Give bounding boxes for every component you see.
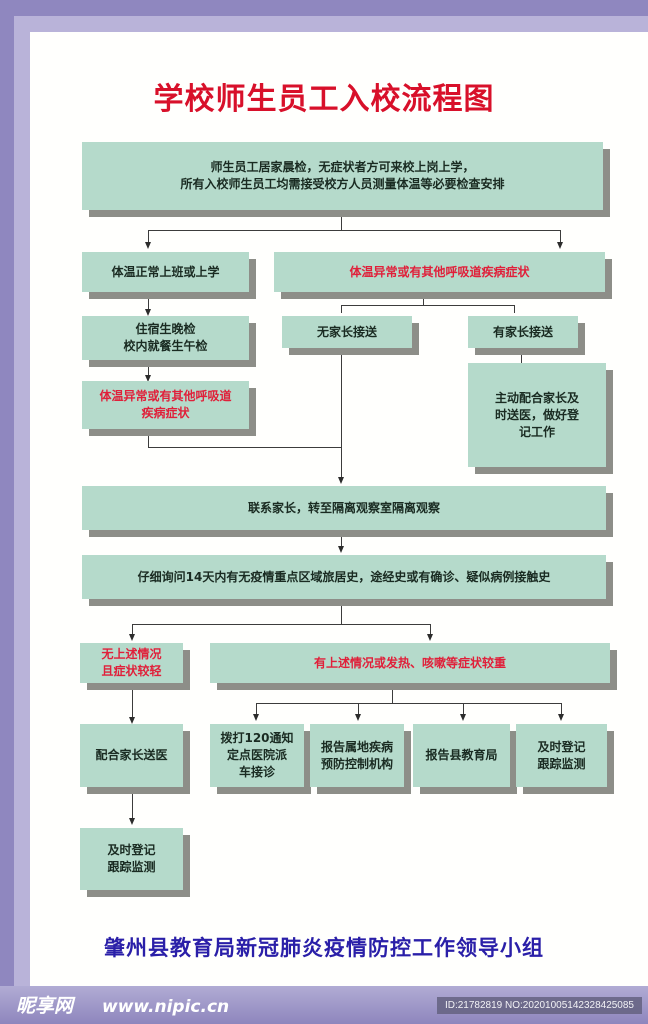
connector bbox=[148, 230, 560, 231]
node-register-left: 及时登记 跟踪监测 bbox=[80, 828, 183, 890]
watermark-id: ID:21782819 NO:20201005142328425085 bbox=[436, 997, 642, 1014]
arrow-icon bbox=[558, 714, 564, 721]
node-report-edu: 报告县教育局 bbox=[413, 724, 510, 787]
arrow-icon bbox=[460, 714, 466, 721]
arrow-icon bbox=[253, 714, 259, 721]
arrow-icon bbox=[145, 375, 151, 382]
arrow-icon bbox=[145, 242, 151, 249]
connector bbox=[148, 367, 149, 377]
connector bbox=[256, 703, 561, 704]
arrow-icon bbox=[145, 309, 151, 316]
arrow-icon bbox=[129, 717, 135, 724]
node-call-120: 拨打120通知 定点医院派 车接诊 bbox=[210, 724, 304, 787]
arrow-icon bbox=[557, 242, 563, 249]
connector bbox=[423, 299, 424, 305]
arrow-icon bbox=[427, 634, 433, 641]
connector bbox=[430, 624, 431, 634]
node-boarding-check: 住宿生晚检 校内就餐生午检 bbox=[82, 316, 249, 360]
node-has-parent: 有家长接送 bbox=[468, 316, 578, 348]
connector bbox=[341, 606, 342, 624]
node-abnormal-temp: 体温异常或有其他呼吸道疾病症状 bbox=[274, 252, 605, 292]
connector bbox=[148, 447, 342, 448]
arrow-icon bbox=[129, 818, 135, 825]
node-report-cdc: 报告属地疾病 预防控制机构 bbox=[310, 724, 404, 787]
connector bbox=[341, 355, 342, 477]
connector bbox=[341, 217, 342, 230]
node-contact-parent: 联系家长，转至隔离观察室隔离观察 bbox=[82, 486, 606, 530]
node-severe-symptoms: 有上述情况或发热、咳嗽等症状较重 bbox=[210, 643, 610, 683]
connector bbox=[148, 436, 149, 448]
node-no-parent: 无家长接送 bbox=[282, 316, 412, 348]
node-start: 师生员工居家晨检，无症状者方可来校上岗上学， 所有入校师生员工均需接受校方人员测… bbox=[82, 142, 603, 210]
node-inquire-history: 仔细询问14天内有无疫情重点区域旅居史，途经史或有确诊、疑似病例接触史 bbox=[82, 555, 606, 599]
connector bbox=[463, 703, 464, 715]
connector bbox=[148, 230, 149, 242]
watermark-url: www.nipic.cn bbox=[102, 997, 230, 1017]
connector bbox=[561, 703, 562, 715]
connector bbox=[256, 703, 257, 715]
connector bbox=[358, 703, 359, 715]
connector bbox=[132, 624, 133, 634]
arrow-icon bbox=[338, 477, 344, 484]
connector bbox=[341, 537, 342, 547]
connector bbox=[341, 305, 514, 306]
connector bbox=[132, 794, 133, 818]
footer-organization: 肇州县教育局新冠肺炎疫情防控工作领导小组 bbox=[104, 936, 544, 960]
watermark-logo: 昵享网 bbox=[16, 995, 74, 1017]
arrow-icon bbox=[338, 546, 344, 553]
node-normal-temp: 体温正常上班或上学 bbox=[82, 252, 249, 292]
connector bbox=[392, 690, 393, 703]
node-abnormal-temp-2: 体温异常或有其他呼吸道 疾病症状 bbox=[82, 381, 249, 429]
node-escort-hospital: 配合家长送医 bbox=[80, 724, 183, 787]
connector bbox=[132, 690, 133, 718]
node-register-right: 及时登记 跟踪监测 bbox=[516, 724, 607, 787]
node-mild-symptoms: 无上述情况 且症状较轻 bbox=[80, 643, 183, 683]
watermark-bar: 昵享网 www.nipic.cn ID:21782819 NO:20201005… bbox=[0, 986, 648, 1024]
arrow-icon bbox=[129, 634, 135, 641]
page-title: 学校师生员工入校流程图 bbox=[153, 82, 495, 117]
connector bbox=[132, 624, 430, 625]
connector bbox=[521, 355, 522, 363]
node-cooperate-parent: 主动配合家长及 时送医，做好登 记工作 bbox=[468, 363, 606, 467]
connector bbox=[514, 305, 515, 313]
connector bbox=[560, 230, 561, 242]
arrow-icon bbox=[355, 714, 361, 721]
connector bbox=[148, 299, 149, 310]
connector bbox=[341, 305, 342, 313]
